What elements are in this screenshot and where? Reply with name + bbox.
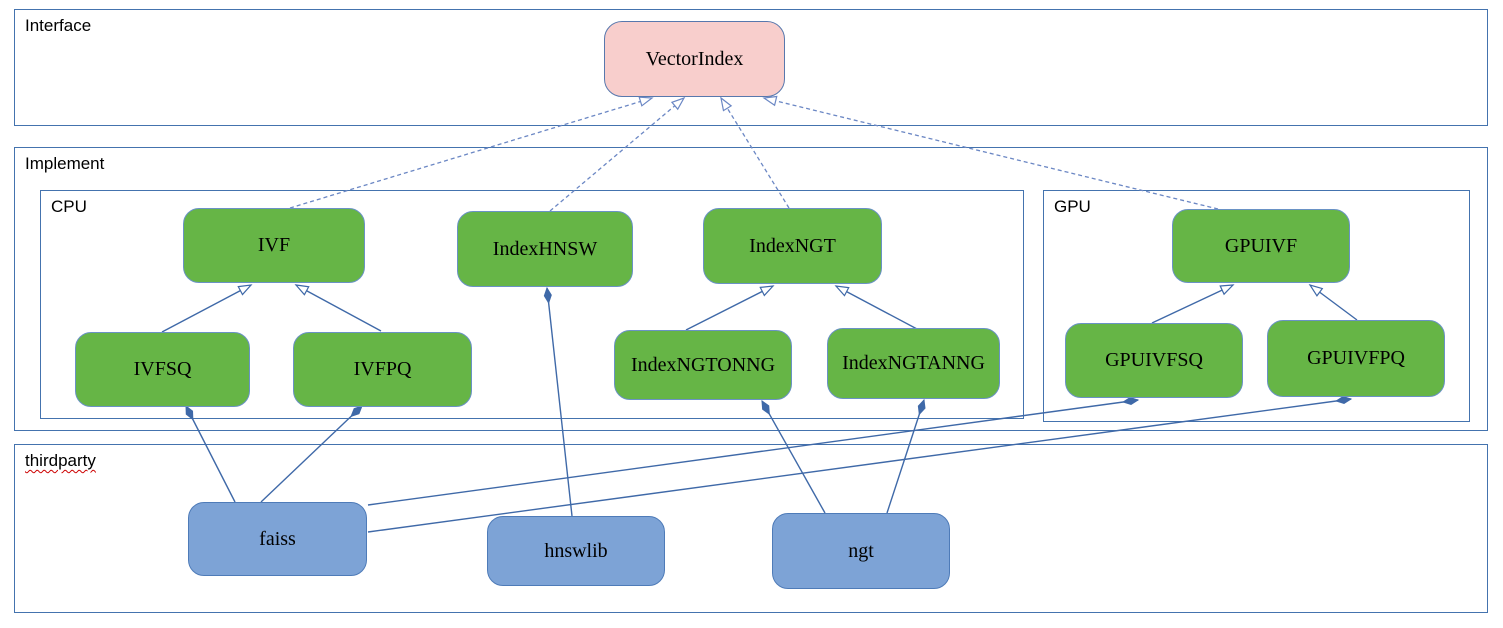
node-vectorindex-label: VectorIndex xyxy=(645,47,744,70)
thirdparty-section-label: thirdparty xyxy=(25,451,96,470)
node-ivf[interactable]: IVF xyxy=(183,208,365,283)
node-hnswlib[interactable]: hnswlib xyxy=(487,516,665,586)
node-faiss-label: faiss xyxy=(259,527,296,550)
node-faiss[interactable]: faiss xyxy=(188,502,367,576)
node-gpuivf[interactable]: GPUIVF xyxy=(1172,209,1350,283)
cpu-group-label: CPU xyxy=(51,197,87,216)
node-ivf-label: IVF xyxy=(257,234,291,256)
node-indexngt-label: IndexNGT xyxy=(749,234,836,257)
node-indexngtanng[interactable]: IndexNGTANNG xyxy=(827,328,1000,399)
node-indexngtonng-label: IndexNGTONNG xyxy=(630,353,776,376)
interface-section-label: Interface xyxy=(25,16,92,35)
node-gpuivfpq-label: GPUIVFPQ xyxy=(1307,347,1405,369)
implement-section-label: Implement xyxy=(25,154,105,173)
node-ngt[interactable]: ngt xyxy=(772,513,950,589)
node-ngt-label: ngt xyxy=(848,539,874,562)
node-ivfsq[interactable]: IVFSQ xyxy=(75,332,250,407)
node-indexngtonng[interactable]: IndexNGTONNG xyxy=(614,330,792,400)
node-indexhnsw-label: IndexHNSW xyxy=(492,237,598,260)
node-ivfpq-label: IVFPQ xyxy=(353,358,412,380)
node-ivfsq-label: IVFSQ xyxy=(133,358,192,380)
node-ivfpq[interactable]: IVFPQ xyxy=(293,332,472,407)
node-indexngt[interactable]: IndexNGT xyxy=(703,208,882,284)
node-gpuivfsq-label: GPUIVFSQ xyxy=(1105,349,1203,371)
node-gpuivfpq[interactable]: GPUIVFPQ xyxy=(1267,320,1445,397)
node-hnswlib-label: hnswlib xyxy=(544,539,608,562)
gpu-group-label: GPU xyxy=(1054,197,1091,216)
node-vectorindex[interactable]: VectorIndex xyxy=(604,21,785,97)
node-gpuivf-label: GPUIVF xyxy=(1224,234,1298,257)
node-indexhnsw[interactable]: IndexHNSW xyxy=(457,211,633,287)
node-indexngtanng-label: IndexNGTANNG xyxy=(842,352,985,374)
node-gpuivfsq[interactable]: GPUIVFSQ xyxy=(1065,323,1243,398)
